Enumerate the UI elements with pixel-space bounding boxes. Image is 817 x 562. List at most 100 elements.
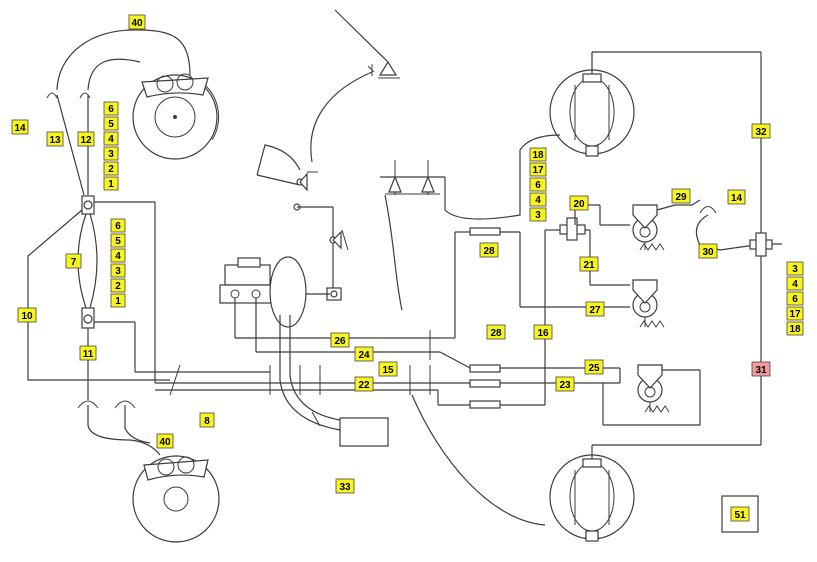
stack-4-label-6: 6 xyxy=(786,291,804,306)
label-28-bottom: 28 xyxy=(486,324,506,340)
label-21-text: 21 xyxy=(583,260,595,271)
label-22-text: 22 xyxy=(358,380,370,391)
label-7-text: 7 xyxy=(71,257,77,268)
label-32: 32 xyxy=(751,123,771,139)
stack-4-label-4: 4 xyxy=(786,276,804,291)
stack-3-label-6: 6 xyxy=(529,177,547,192)
label-13: 13 xyxy=(46,131,64,147)
stack-2-label-6: 6 xyxy=(110,218,126,233)
left-side-piping xyxy=(27,29,270,456)
front-right-drum xyxy=(549,69,635,157)
label-40-bottom-text: 40 xyxy=(159,437,171,448)
label-10-text: 10 xyxy=(21,311,33,322)
stack-2-label-3-text: 3 xyxy=(115,266,121,277)
label-51: 51 xyxy=(730,506,750,522)
stack-2-label-1: 1 xyxy=(110,293,126,308)
label-29: 29 xyxy=(671,188,691,204)
stack-1-label-4-text: 4 xyxy=(108,134,114,145)
stack-4-label-3: 3 xyxy=(786,261,804,276)
label-32-text: 32 xyxy=(755,127,767,138)
label-26: 26 xyxy=(330,332,350,348)
part-number-labels: 40 14 13 12 6 5 4 3 2 1 6 5 4 3 2 1 7 10… xyxy=(11,14,804,522)
label-14-left-text: 14 xyxy=(14,123,26,134)
label-12-text: 12 xyxy=(80,135,92,146)
stack-1-label-6: 6 xyxy=(103,101,119,116)
label-30: 30 xyxy=(698,243,718,259)
label-51-text: 51 xyxy=(734,510,746,521)
stack-3-label-6-text: 6 xyxy=(535,180,541,191)
stack-2-label-1-text: 1 xyxy=(115,296,121,307)
stack-3-label-4: 4 xyxy=(529,192,547,207)
stack-2-label-2-text: 2 xyxy=(115,281,121,292)
label-20-text: 20 xyxy=(573,199,585,210)
label-7: 7 xyxy=(65,253,82,269)
label-15: 15 xyxy=(378,361,398,377)
rear-right-drum xyxy=(549,454,635,542)
stack-3-label-18: 18 xyxy=(529,147,547,162)
stack-1-label-2-text: 2 xyxy=(108,164,114,175)
label-27-text: 27 xyxy=(589,305,601,316)
label-33: 33 xyxy=(335,478,355,494)
label-11: 11 xyxy=(79,345,97,361)
label-27: 27 xyxy=(585,301,605,317)
stack-1-label-5: 5 xyxy=(103,116,119,131)
stack-2-label-6-text: 6 xyxy=(115,221,121,232)
label-24-text: 24 xyxy=(358,350,370,361)
stack-3-label-3: 3 xyxy=(529,207,547,222)
stack-4-label-17: 17 xyxy=(786,306,804,321)
stack-4-label-18: 18 xyxy=(786,321,804,336)
label-23-text: 23 xyxy=(559,380,571,391)
stack-2-label-5-text: 5 xyxy=(115,236,121,247)
label-14-right: 14 xyxy=(727,189,746,205)
label-28-bottom-text: 28 xyxy=(490,328,502,339)
label-30-text: 30 xyxy=(702,247,714,258)
label-21: 21 xyxy=(579,256,599,272)
label-22: 22 xyxy=(354,376,374,392)
stack-3-label-18-text: 18 xyxy=(532,150,544,161)
label-20: 20 xyxy=(569,195,589,211)
label-25-text: 25 xyxy=(588,363,600,374)
label-40-top-text: 40 xyxy=(131,18,143,29)
label-25: 25 xyxy=(584,359,604,375)
regulator-valves xyxy=(559,51,782,533)
label-28-top: 28 xyxy=(479,242,499,258)
stack-1-label-5-text: 5 xyxy=(108,119,114,130)
stack-4-label-17-text: 17 xyxy=(789,309,801,320)
stack-3-label-17-text: 17 xyxy=(532,165,544,176)
rear-left-wheel xyxy=(132,455,220,543)
stack-4-label-18-text: 18 xyxy=(789,324,801,335)
stack-2-label-3: 3 xyxy=(110,263,126,278)
label-8-text: 8 xyxy=(204,416,210,427)
label-40-bottom: 40 xyxy=(156,433,174,449)
label-10: 10 xyxy=(17,307,37,323)
label-33-text: 33 xyxy=(339,482,351,493)
label-16: 16 xyxy=(533,324,553,340)
stack-3-label-3-text: 3 xyxy=(535,210,541,221)
label-23: 23 xyxy=(555,376,575,392)
pedal-linkage xyxy=(256,9,561,311)
label-13-text: 13 xyxy=(49,135,61,146)
stack-1-label-1-text: 1 xyxy=(108,179,114,190)
label-11-text: 11 xyxy=(83,349,94,360)
stack-4-label-6-text: 6 xyxy=(792,294,798,305)
front-left-wheel xyxy=(132,73,220,160)
label-12: 12 xyxy=(77,131,95,147)
label-29-text: 29 xyxy=(675,192,687,203)
stack-1-label-1: 1 xyxy=(103,176,119,191)
label-14-right-text: 14 xyxy=(731,193,743,204)
stack-2-label-4: 4 xyxy=(110,248,126,263)
stack-2-label-4-text: 4 xyxy=(115,251,121,262)
stack-4-label-3-text: 3 xyxy=(792,264,798,275)
master-cylinder-booster xyxy=(219,256,440,447)
label-24: 24 xyxy=(354,346,374,362)
label-26-text: 26 xyxy=(334,336,346,347)
stack-1-label-2: 2 xyxy=(103,161,119,176)
label-28-top-text: 28 xyxy=(483,246,495,257)
stack-1-label-3-text: 3 xyxy=(108,149,114,160)
stack-1-label-6-text: 6 xyxy=(108,104,114,115)
stack-2-label-5: 5 xyxy=(110,233,126,248)
central-piping xyxy=(155,227,630,526)
stack-2-label-2: 2 xyxy=(110,278,126,293)
label-16-text: 16 xyxy=(537,328,549,339)
